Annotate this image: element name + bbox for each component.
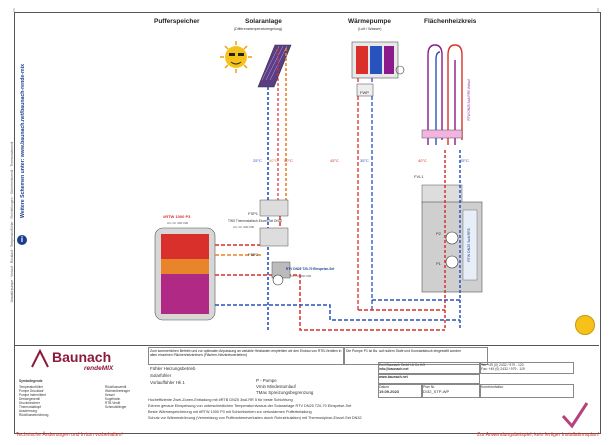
header-pufferspeicher: Pufferspeicher bbox=[154, 18, 200, 25]
checkmark-icon bbox=[561, 402, 589, 429]
note-rtb: Zum sommerlichen Betrieb und zur optimal… bbox=[148, 347, 344, 365]
tb-plan-label: Plan Nr. bbox=[423, 385, 436, 389]
feature-list: Hocheffiziente Zwei-Zonen-Entladung mit … bbox=[148, 397, 480, 421]
thermosiphon-set bbox=[259, 199, 289, 217]
puffer-name: #RTW 1000 P3 bbox=[163, 214, 191, 219]
info-icon[interactable]: i bbox=[17, 235, 27, 245]
feature-item: Extrem genaue Einspeisung von unterschie… bbox=[148, 404, 352, 408]
thermo-sub: Art.-Nr. 000 000 bbox=[233, 225, 255, 229]
rtv-label: RTV DN25 T20-70 Einspeise-Set bbox=[286, 267, 335, 271]
tb-fax: Fax: +49 (0) 2432 / 979 - 119 bbox=[481, 367, 525, 371]
sensor-fvl: FVL1 bbox=[414, 174, 424, 179]
tb-email[interactable]: info@baunach.net bbox=[379, 367, 409, 371]
footer-left: Technische Änderungen und Irrtum vorbeha… bbox=[16, 432, 123, 438]
tb-company-name: Emil Baunach GmbH & Co KG bbox=[379, 363, 425, 367]
hk-station-label: RTW DN25 3wA RR5 bbox=[467, 228, 471, 261]
legend-fvl: Vorlauffühler Hk 1 bbox=[150, 380, 185, 385]
rtv-sub: Art.-Nr. 000 000 bbox=[290, 274, 312, 278]
legend-left-list-2: Rückflussventil Wärmeübertrager Kessel K… bbox=[105, 385, 145, 409]
tb-correction: Korrekturfaktor bbox=[480, 384, 574, 398]
legend-item: Rückflussventil bbox=[105, 385, 127, 389]
logo-mark-icon bbox=[31, 349, 49, 368]
temp-4: 45°C bbox=[330, 158, 339, 163]
thermo-label: TWS Thermostatisch-Einzel-Set DN32 bbox=[228, 219, 283, 223]
tb-date-value: 19.09.2023 bbox=[379, 389, 400, 394]
header-flaechenheizkreis: Flächenheizkreis bbox=[424, 18, 477, 25]
wp-sensor-box bbox=[356, 83, 374, 97]
legend-tmax: TMax Spreizungsbegrenzung bbox=[256, 390, 314, 395]
buffer-tank bbox=[154, 227, 216, 321]
header-solar-sub: (Differenztemperaturregelung) bbox=[234, 27, 283, 31]
sensor-fwp: FWP bbox=[360, 90, 369, 95]
main-pipes bbox=[215, 204, 460, 331]
legend-item: Rückflusseinrichtung bbox=[19, 413, 49, 417]
heat-pump bbox=[351, 41, 405, 79]
temp-6: 40°C bbox=[418, 158, 427, 163]
temp-1: 25°C bbox=[253, 158, 262, 163]
legend-item: RTB Ventil bbox=[105, 401, 120, 405]
legend-item: Kessel bbox=[105, 393, 115, 397]
legend-s1: Solarfühler bbox=[150, 373, 172, 378]
sensor-fsp2: FSP2 bbox=[248, 252, 259, 257]
temp-5: 35°C bbox=[360, 158, 369, 163]
legend-f1: Fühler Heizungsbetrieb bbox=[150, 366, 196, 371]
legend-item: Temperaturfühler bbox=[19, 385, 44, 389]
label-p1: P1 bbox=[436, 261, 442, 266]
legend-area bbox=[14, 345, 599, 434]
legend-item: Dreiwegeventil bbox=[19, 397, 40, 401]
feature-item: Schutz vor Wärmeströmung (Vermeidung von… bbox=[148, 416, 362, 420]
logo-brand: Baunach bbox=[52, 349, 112, 365]
hk-mixer bbox=[421, 184, 463, 204]
hk-distributor-top bbox=[421, 129, 463, 139]
legend-item: Thermostatkopf bbox=[19, 405, 42, 409]
temp-7: 25°C bbox=[460, 158, 469, 163]
puffer-sub: Art.-Nr. 000 000 bbox=[167, 221, 189, 225]
header-waermepumpe: Wärmepumpe bbox=[348, 18, 391, 25]
temp-2: 40°C bbox=[269, 158, 278, 163]
temp-3: 50°C bbox=[284, 158, 293, 163]
legend-p: P - Pumpe bbox=[256, 378, 277, 383]
legend-item: Kugelhahn bbox=[105, 397, 121, 401]
drawing-frame bbox=[14, 12, 601, 434]
legend-item: Pumpe Drucklauf bbox=[19, 389, 44, 393]
tb-plan: Plan Nr.D/32_STP-WP bbox=[422, 384, 480, 398]
legend-item: Ausdehnung bbox=[19, 409, 37, 413]
tb-change-label: Korrekturfaktor bbox=[481, 385, 504, 389]
sensor-fsp1: FSP1 bbox=[248, 211, 259, 216]
feature-item: Hocheffiziente Zwei-Zonen-Entladung mit … bbox=[148, 398, 293, 402]
tb-phone: Tel: +49 (0) 2432 / 979 - 120 bbox=[481, 363, 524, 367]
smiley-icon bbox=[575, 315, 595, 335]
tb-date-label: Datum bbox=[379, 385, 389, 389]
rtv-set-top bbox=[259, 227, 289, 247]
legend-vmin: Vmin Mindestumlauf bbox=[256, 384, 296, 389]
tb-plan-value: D/32_STP-WP bbox=[423, 389, 450, 394]
tb-web[interactable]: www.baunach.net bbox=[378, 374, 480, 384]
logo-sub: rendeMIX bbox=[84, 365, 114, 372]
feature-item: Beste Wärmespeicherung mit #RTW 1000 P3 … bbox=[148, 410, 312, 414]
legend-item: Druckminderer bbox=[19, 401, 40, 405]
legend-item: Schmutzfänger bbox=[105, 405, 127, 409]
solar-pump-icon bbox=[272, 274, 284, 286]
footer-right: Zur Anwendungsbeispiel, kein fertiger In… bbox=[476, 432, 599, 438]
label-p2: P2 bbox=[436, 231, 442, 236]
header-wp-sub: (Luft / Wasser) bbox=[358, 27, 382, 31]
legend-item: Pumpe Intermittent bbox=[19, 393, 46, 397]
pump-p2-icon bbox=[445, 231, 459, 245]
header-solaranlage: Solaranlage bbox=[245, 18, 282, 25]
sun-icon bbox=[220, 41, 252, 73]
legend-title: Symbollegende bbox=[19, 379, 43, 383]
note-pump: Die Pumpe P1 ist Bs. auf nullem Stufe un… bbox=[344, 347, 488, 365]
legend-item: Wärmeübertrager bbox=[105, 389, 130, 393]
hk-label: RTW DN25 3wA RR5 Vorlauf bbox=[467, 79, 471, 120]
pump-p1-icon bbox=[445, 255, 459, 269]
logo: Baunach rendeMIX bbox=[30, 349, 140, 373]
legend-left-list: Temperaturfühler Pumpe Drucklauf Pumpe I… bbox=[19, 385, 79, 417]
tb-web-link[interactable]: www.baunach.net bbox=[379, 375, 408, 379]
